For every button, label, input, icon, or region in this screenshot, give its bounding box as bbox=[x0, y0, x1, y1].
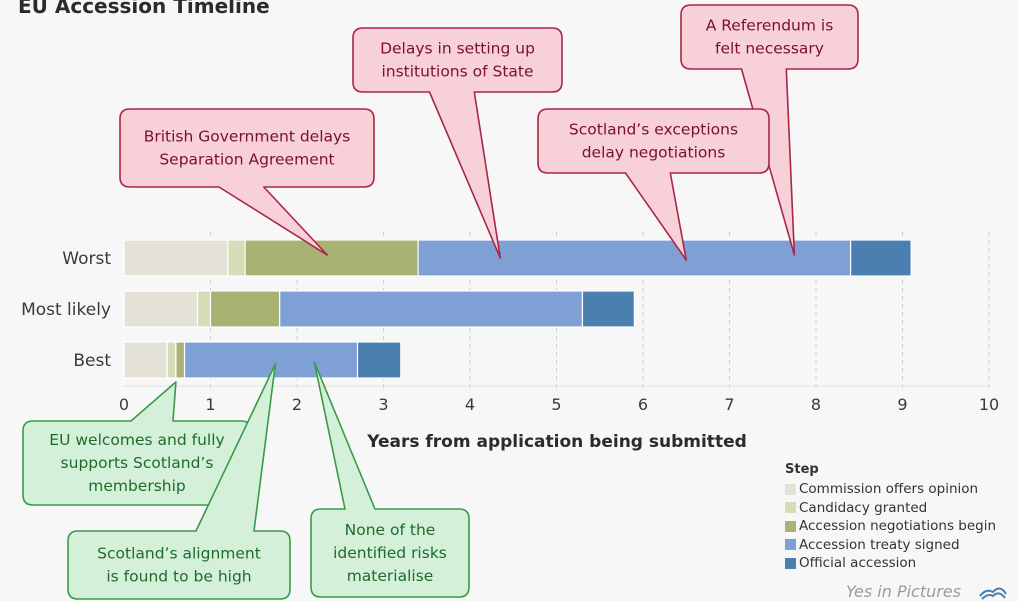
x-tick-label: 8 bbox=[811, 395, 821, 414]
bar-segment bbox=[227, 239, 246, 277]
legend-label: Commission offers opinion bbox=[799, 481, 979, 498]
bar-segment bbox=[849, 239, 912, 277]
annotation-text: EU welcomes and fully bbox=[49, 431, 224, 449]
annotation-callout: Scotland’s alignment is found to be high bbox=[67, 363, 291, 600]
legend-item: Accession treaty signed bbox=[785, 536, 996, 555]
legend-swatch bbox=[785, 483, 796, 495]
bar-segment bbox=[417, 239, 852, 277]
bar-segment bbox=[123, 341, 168, 379]
legend-title: Step bbox=[785, 462, 819, 477]
watermark: Yes in Pictures bbox=[846, 582, 962, 601]
annotation-text: None of the bbox=[345, 521, 436, 539]
watermark-logo-icon bbox=[979, 587, 1007, 600]
bar-segment bbox=[123, 290, 199, 328]
category-label: Most likely bbox=[21, 300, 111, 320]
bar-segment bbox=[175, 341, 186, 379]
annotation-text: Scotland’s alignment bbox=[97, 545, 261, 563]
x-tick-label: 1 bbox=[205, 395, 215, 414]
annotation-text: Delays in setting up bbox=[380, 40, 535, 58]
x-tick-label: 4 bbox=[465, 395, 475, 414]
bar-segment bbox=[279, 290, 584, 328]
annotation-text: institutions of State bbox=[381, 63, 533, 81]
legend-swatch bbox=[785, 502, 796, 514]
x-tick-label: 0 bbox=[119, 395, 129, 414]
bar-segment bbox=[209, 290, 281, 328]
callout-bubble bbox=[310, 361, 470, 598]
legend-item: Accession negotiations begin bbox=[785, 517, 996, 536]
callout-bubble bbox=[119, 108, 375, 256]
bar-segment bbox=[166, 341, 177, 379]
callout-bubble bbox=[537, 108, 770, 261]
annotation-text: is found to be high bbox=[106, 568, 251, 586]
annotation-text: materialise bbox=[347, 567, 434, 585]
annotation-text: Scotland’s exceptions bbox=[569, 121, 738, 139]
annotation-text: British Government delays bbox=[144, 128, 351, 146]
annotation-text: A Referendum is bbox=[706, 17, 834, 35]
legend-label: Accession negotiations begin bbox=[799, 518, 997, 535]
chart-title: EU Accession Timeline bbox=[18, 0, 270, 18]
legend-label: Official accession bbox=[799, 555, 917, 572]
legend-swatch bbox=[785, 557, 796, 569]
annotation-text: identified risks bbox=[333, 544, 447, 562]
callout-bubble bbox=[352, 27, 563, 259]
category-label: Worst bbox=[62, 249, 111, 269]
annotation-text: membership bbox=[88, 477, 186, 495]
annotation-text: supports Scotland’s bbox=[61, 454, 214, 472]
legend-label: Accession treaty signed bbox=[799, 536, 960, 553]
legend-swatch bbox=[785, 520, 796, 532]
annotation-text: felt necessary bbox=[715, 40, 824, 58]
annotations: A Referendum is felt necessary Delays in s… bbox=[22, 4, 859, 600]
x-tick-label: 9 bbox=[897, 395, 907, 414]
annotation-callout: Delays in setting up institutions of Stat… bbox=[352, 27, 563, 259]
bar-segment bbox=[244, 239, 419, 277]
annotation-callout: Scotland’s exceptions delay negotiations bbox=[537, 108, 770, 261]
legend-item: Commission offers opinion bbox=[785, 480, 996, 499]
x-tick-label: 3 bbox=[378, 395, 388, 414]
bar-segment bbox=[356, 341, 402, 379]
legend-item: Official accession bbox=[785, 554, 996, 573]
x-tick-label: 2 bbox=[292, 395, 302, 414]
legend-label: Candidacy granted bbox=[799, 499, 928, 516]
x-tick-labels: 0 1 2 3 4 5 6 7 8 9 10 bbox=[119, 395, 999, 414]
annotation-text: delay negotiations bbox=[582, 144, 726, 162]
bars bbox=[123, 239, 912, 379]
x-tick-label: 6 bbox=[638, 395, 648, 414]
bar-segment bbox=[581, 290, 635, 328]
bar-segment bbox=[123, 239, 229, 277]
annotation-text: Separation Agreement bbox=[159, 151, 334, 169]
callout-bubble bbox=[67, 363, 291, 600]
x-tick-label: 5 bbox=[551, 395, 561, 414]
legend-item: Candidacy granted bbox=[785, 499, 996, 518]
annotation-callout: None of the identified risks materialise bbox=[310, 361, 470, 598]
legend-swatch bbox=[785, 539, 796, 551]
category-label: Best bbox=[73, 351, 111, 371]
bar-segment bbox=[196, 290, 212, 328]
x-axis-label: Years from application being submitted bbox=[366, 432, 747, 452]
x-tick-label: 10 bbox=[979, 395, 999, 414]
x-tick-label: 7 bbox=[724, 395, 734, 414]
